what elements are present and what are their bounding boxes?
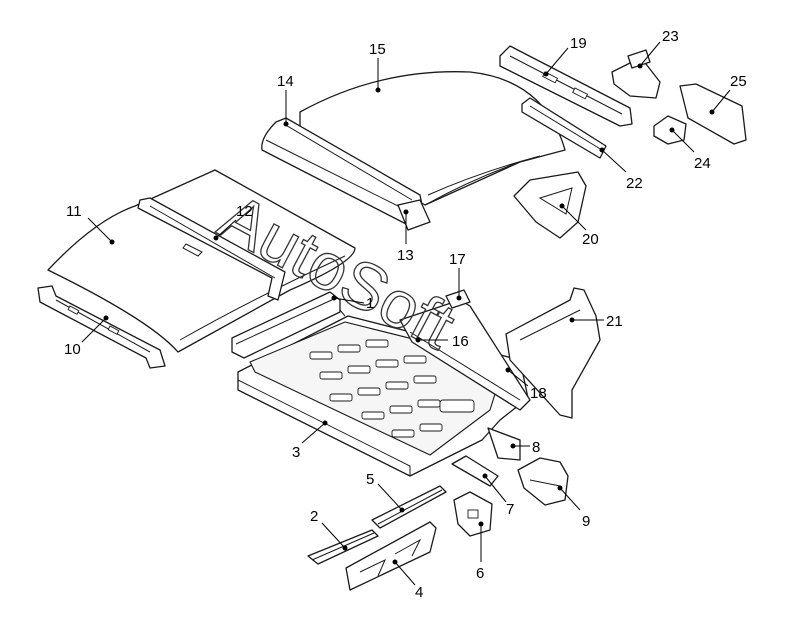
callout-1: 1 [331,295,374,312]
part-10-rear-header [37,285,166,369]
svg-text:1: 1 [366,295,374,312]
part-11-rear-roof-panel [47,169,356,353]
svg-text:12: 12 [236,203,253,220]
callout-17: 17 [449,251,466,301]
callout-12: 12 [213,203,253,241]
svg-text:16: 16 [452,333,469,350]
callouts: 2 3 4 5 6 7 8 [64,28,747,601]
callout-25: 25 [709,73,747,115]
svg-text:25: 25 [730,73,747,90]
callout-14: 14 [277,73,294,127]
part-23-clamp [611,49,661,99]
callout-7: 7 [482,473,514,518]
callout-19: 19 [543,35,587,77]
svg-text:22: 22 [626,175,643,192]
callout-5: 5 [366,471,405,513]
callout-20: 20 [559,203,599,248]
callout-8: 8 [510,439,540,456]
callout-3: 3 [292,420,328,461]
svg-text:6: 6 [476,565,484,582]
svg-text:23: 23 [662,28,679,45]
svg-text:3: 3 [292,444,300,461]
part-1-side-rail [231,291,341,359]
svg-text:20: 20 [582,231,599,248]
callout-24: 24 [669,127,711,172]
callout-16: 16 [415,333,469,350]
svg-text:18: 18 [530,385,547,402]
callout-13: 13 [397,209,414,264]
callout-4: 4 [392,559,423,601]
svg-text:24: 24 [694,155,711,172]
svg-text:7: 7 [506,501,514,518]
callout-23: 23 [637,28,679,69]
part-9-bracket [517,457,569,506]
part-12-cross-bow [137,197,286,301]
callout-21: 21 [569,313,623,330]
part-8-bracket [487,427,521,461]
svg-text:9: 9 [582,513,590,530]
part-20-corner-bracket [513,171,587,239]
svg-text:14: 14 [277,73,294,90]
svg-text:5: 5 [366,471,374,488]
callout-6: 6 [476,521,484,582]
svg-text:8: 8 [532,439,540,456]
callout-9: 9 [557,485,590,530]
part-4-trim-panel [345,521,437,591]
svg-text:21: 21 [606,313,623,330]
part-5-strap [371,485,447,529]
callout-2: 2 [310,508,348,551]
svg-text:15: 15 [369,41,386,58]
svg-text:4: 4 [415,584,423,601]
floor-pan-stamp-pattern [309,339,475,438]
svg-text:19: 19 [570,35,587,52]
part-6-plate [453,491,493,537]
callout-10: 10 [64,315,109,358]
svg-text:10: 10 [64,341,81,358]
part-15-roof-panel [299,71,566,206]
callout-18: 18 [505,367,547,402]
callout-11: 11 [66,203,115,245]
part-7-channel [451,455,499,487]
callout-15: 15 [369,41,386,93]
svg-text:11: 11 [66,203,82,220]
svg-text:13: 13 [397,247,414,264]
svg-text:17: 17 [449,251,466,268]
svg-text:2: 2 [310,508,318,525]
callout-22: 22 [599,147,643,192]
